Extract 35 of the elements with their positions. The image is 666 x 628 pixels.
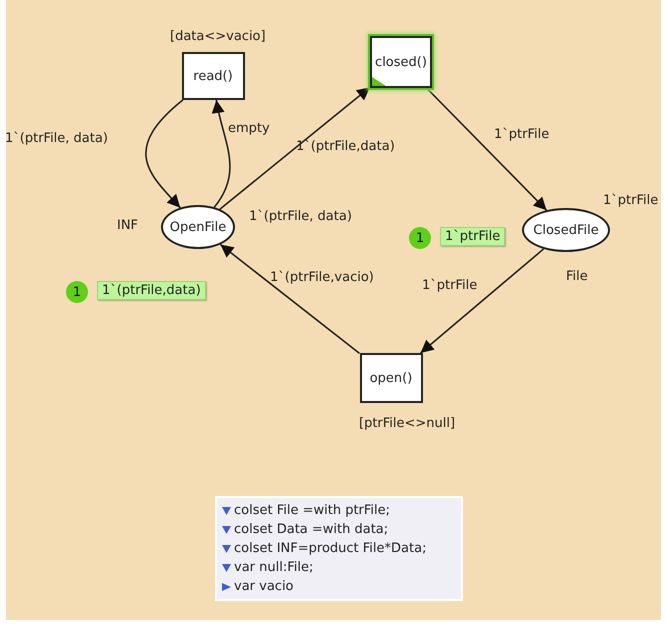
arc-inscription: 1`ptrFile xyxy=(494,127,550,142)
node-annotation: [ptrFile<>null] xyxy=(359,416,456,431)
declaration-text: colset File =with ptrFile; xyxy=(234,503,390,518)
place-name: ClosedFile xyxy=(533,222,599,238)
transition-name: open() xyxy=(370,370,412,386)
current-marking: 1`ptrFile xyxy=(440,227,506,246)
transition-box xyxy=(370,36,432,88)
declaration-text: var null:File; xyxy=(234,560,314,575)
arc-inscription: 1`(ptrFile, data) xyxy=(6,131,108,146)
arrow xyxy=(420,248,544,354)
node-annotation: [data<>vacio] xyxy=(170,29,266,44)
node-annotation: File xyxy=(566,269,588,284)
token-count: 1 xyxy=(409,227,431,249)
token-count: 1 xyxy=(66,281,88,303)
node-annotation: INF xyxy=(117,218,138,233)
transition-name: read() xyxy=(193,68,233,84)
arc-inscription: 1`(ptrFile,vacio) xyxy=(270,270,374,285)
transition-box xyxy=(182,52,244,100)
arrow xyxy=(219,86,370,210)
transition-name: closed() xyxy=(375,54,427,70)
transition-box xyxy=(360,353,422,403)
arc-inscription: 1`ptrFile xyxy=(422,278,478,293)
declaration-text: colset Data =with data; xyxy=(234,522,388,537)
declaration-text: colset INF=product File*Data; xyxy=(234,541,426,556)
current-marking: 1`(ptrFile,data) xyxy=(97,281,206,300)
arrow xyxy=(426,87,548,211)
arc-inscription: empty xyxy=(228,121,270,136)
arrow xyxy=(145,99,184,208)
arrow xyxy=(212,100,231,208)
place-name: OpenFile xyxy=(170,220,226,234)
node-annotation: 1`ptrFile xyxy=(603,193,658,208)
arc-inscription: 1`(ptrFile,data) xyxy=(296,139,395,154)
node-annotation: 1`(ptrFile, data) xyxy=(249,209,352,224)
declaration-text: var vacio xyxy=(234,579,294,594)
arrow xyxy=(220,244,360,354)
